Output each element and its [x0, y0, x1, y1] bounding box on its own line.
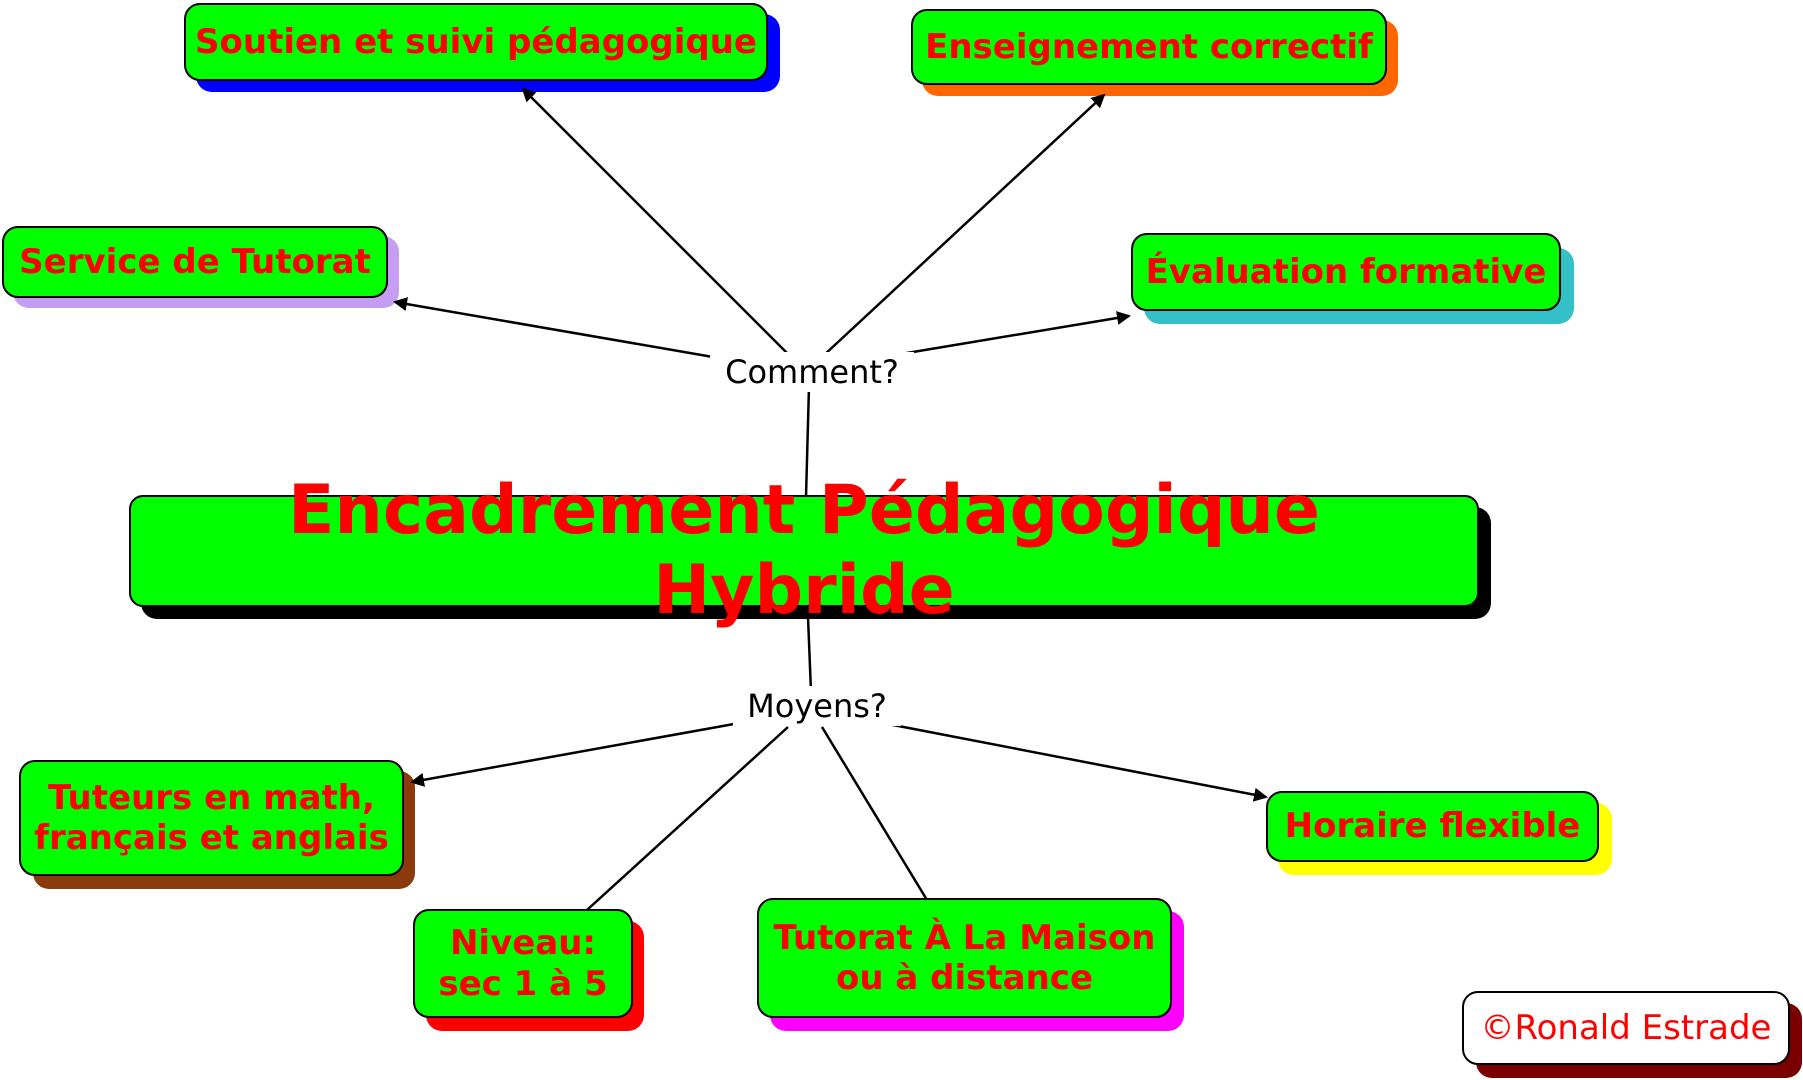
node-horaire-flexible[interactable]: Horaire flexible	[1266, 791, 1599, 862]
node-niveau-label: Niveau: sec 1 à 5	[438, 923, 608, 1004]
copyright-text: ©Ronald Estrade	[1480, 1008, 1772, 1048]
edge-comment-enseignement	[822, 93, 1106, 357]
comment-question-label: Comment?	[710, 352, 914, 392]
node-enseignement-correctif[interactable]: Enseignement correctif	[911, 9, 1387, 85]
node-soutien-suivi[interactable]: Soutien et suivi pédagogique	[184, 3, 768, 81]
edge-moyens-tutorat-maison	[820, 726, 929, 901]
copyright-notice: ©Ronald Estrade	[1462, 991, 1790, 1065]
edge-moyens-tuteurs	[410, 722, 735, 787]
node-niveau[interactable]: Niveau: sec 1 à 5	[413, 909, 633, 1018]
node-tutorat-maison-label: Tutorat À La Maison ou à distance	[773, 917, 1156, 998]
edge-moyens-horaire	[887, 722, 1268, 802]
node-service-tutorat-label: Service de Tutorat	[19, 241, 371, 282]
edge-central-comment	[804, 385, 811, 498]
edge-central-moyens	[806, 616, 813, 693]
node-tutorat-maison[interactable]: Tutorat À La Maison ou à distance	[757, 898, 1172, 1018]
node-central-topic-label: Encadrement Pédagogique Hybride	[287, 470, 1321, 630]
edge-moyens-niveau	[586, 726, 789, 911]
edge-comment-soutien	[521, 87, 791, 357]
edge-comment-evaluation	[900, 311, 1131, 356]
node-evaluation-formative-label: Évaluation formative	[1145, 251, 1547, 292]
node-enseignement-correctif-label: Enseignement correctif	[925, 26, 1373, 67]
node-central-topic[interactable]: Encadrement Pédagogique Hybride	[129, 471, 1479, 630]
node-soutien-suivi-label: Soutien et suivi pédagogique	[195, 21, 757, 62]
node-horaire-flexible-label: Horaire flexible	[1284, 806, 1581, 847]
node-evaluation-formative[interactable]: Évaluation formative	[1131, 233, 1561, 311]
node-tuteurs[interactable]: Tuteurs en math, français et anglais	[19, 760, 404, 876]
node-service-tutorat[interactable]: Service de Tutorat	[2, 226, 388, 298]
edge-comment-service	[393, 297, 714, 359]
moyens-question-label: Moyens?	[733, 686, 901, 726]
node-tuteurs-label: Tuteurs en math, français et anglais	[34, 777, 389, 858]
